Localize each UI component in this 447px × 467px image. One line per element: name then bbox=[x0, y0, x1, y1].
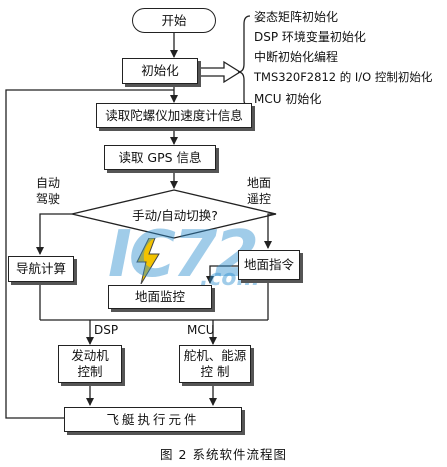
label-mcu: MCU bbox=[187, 323, 215, 337]
init-box: 初始化 bbox=[122, 58, 198, 84]
edge-loop-back bbox=[5, 89, 174, 419]
hollow-arrow bbox=[198, 60, 242, 84]
edge-decision-nav bbox=[36, 213, 72, 255]
decision-label: 手动/自动切换? bbox=[132, 207, 218, 223]
read-gps-box: 读取 GPS 信息 bbox=[104, 145, 216, 170]
init-item: TMS320F2812 的 I/O 控制初始化 bbox=[254, 70, 433, 84]
watermark-logo: IC72 bbox=[108, 218, 259, 292]
init-brace bbox=[237, 15, 251, 107]
init-item: DSP 环境变量初始化 bbox=[254, 30, 366, 44]
rudder-power-box: 舵机、能源 控 制 bbox=[179, 345, 251, 383]
actuator-box: 飞艇执行元件 bbox=[64, 407, 242, 432]
figure-caption: 图 2 系统软件流程图 bbox=[160, 447, 287, 462]
init-item: 姿态矩阵初始化 bbox=[254, 10, 339, 24]
read-gyro-box: 读取陀螺仪加速度计信息 bbox=[96, 103, 252, 128]
ground-cmd-box: 地面指令 bbox=[238, 250, 300, 280]
decision-diamond bbox=[71, 189, 277, 239]
engine-control-box: 发动机 控制 bbox=[58, 345, 122, 383]
nav-calc-box: 导航计算 bbox=[8, 256, 74, 282]
start-node: 开始 bbox=[132, 8, 216, 33]
init-item: 中断初始化编程 bbox=[254, 50, 339, 64]
label-ground-remote: 地面 遥控 bbox=[247, 176, 272, 206]
edge-decision-cmd bbox=[264, 213, 276, 249]
ground-monitor-box: 地面监控 bbox=[108, 285, 212, 309]
edge-cmd-monitor bbox=[206, 265, 238, 284]
init-item: MCU 初始化 bbox=[254, 92, 322, 106]
label-dsp: DSP bbox=[94, 323, 119, 337]
lightning-icon bbox=[136, 238, 160, 284]
label-auto-pilot: 自动 驾驶 bbox=[36, 176, 61, 206]
